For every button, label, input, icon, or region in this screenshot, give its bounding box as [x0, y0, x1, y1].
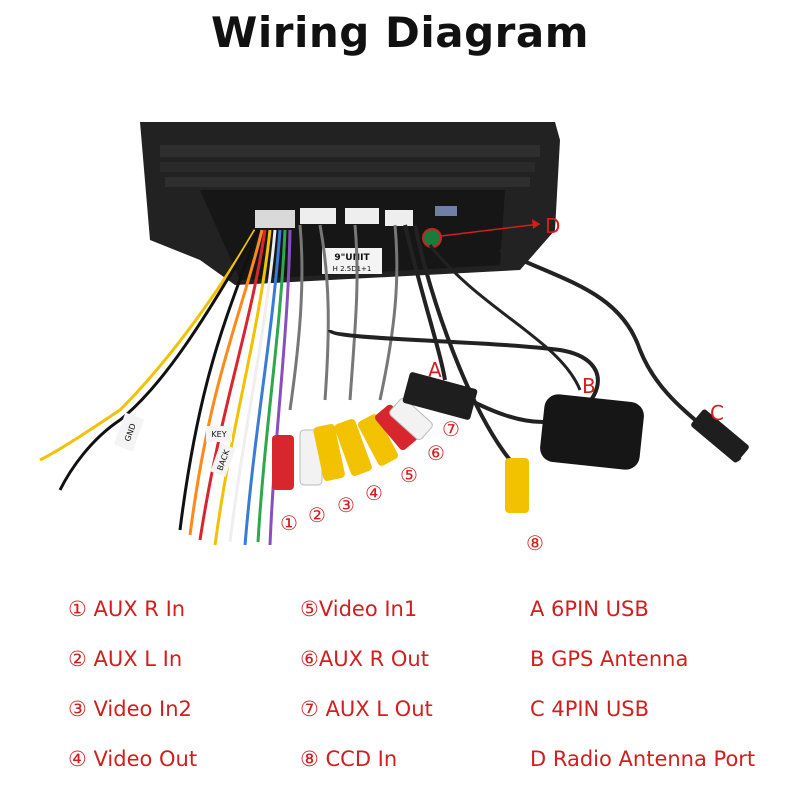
- rca-aux-r-in: [272, 435, 294, 490]
- legend-item-6pin-usb: A 6PIN USB: [530, 597, 649, 621]
- head-unit: 9"UNIT H 2.5D1+1: [140, 122, 560, 285]
- callout-a: A: [428, 358, 442, 382]
- callout-6: ⑥: [427, 441, 445, 465]
- rca-aux-l-out: [389, 397, 433, 441]
- callout-7: ⑦: [442, 417, 460, 441]
- callout-8: ⑧: [526, 531, 544, 555]
- legend-item-radio-antenna-port: D Radio Antenna Port: [530, 747, 756, 771]
- usb-4pin-connector: [691, 409, 749, 463]
- legend-item-video-out: ④ Video Out: [68, 747, 198, 771]
- callout-5: ⑤: [400, 463, 418, 487]
- wiring-diagram: 9"UNIT H 2.5D1+1 GND KEY BACK: [39, 122, 749, 555]
- radio-antenna-port: [422, 228, 442, 248]
- rca-video-in2: [313, 424, 345, 481]
- unit-sub-label: H 2.5D1+1: [333, 265, 372, 273]
- tag-key: KEY: [211, 430, 226, 439]
- legend-item-aux-r-out: ⑥AUX R Out: [300, 647, 429, 671]
- callout-c: C: [710, 401, 724, 425]
- legend-item-aux-l-in: ② AUX L In: [68, 647, 183, 671]
- callout-1: ①: [280, 511, 298, 535]
- legend-item-aux-r-in: ① AUX R In: [68, 597, 186, 621]
- unit-label-plate: [322, 248, 382, 274]
- callout-d: D: [545, 214, 560, 238]
- legend-item-ccd-in: ⑧ CCD In: [300, 747, 398, 771]
- rca-video-out: [334, 418, 372, 476]
- legend: ① AUX R In ② AUX L In ③ Video In2 ④ Vide…: [0, 585, 800, 795]
- rca-video-in1: [357, 414, 399, 466]
- legend-item-video-in1: ⑤Video In1: [300, 597, 418, 621]
- callout-d-line: [440, 223, 541, 237]
- rca-aux-r-out: [375, 404, 418, 451]
- legend-item-video-in2: ③ Video In2: [68, 697, 192, 721]
- legend-item-aux-l-out: ⑦ AUX L Out: [300, 697, 433, 721]
- usb-6pin-connector: [402, 372, 478, 420]
- legend-item-4pin-usb: C 4PIN USB: [530, 697, 650, 721]
- gps-antenna-puck: [540, 394, 644, 470]
- callout-3: ③: [337, 493, 355, 517]
- rca-connectors: [272, 397, 529, 513]
- callouts: A B C D ① ② ③ ④ ⑤ ⑥ ⑦ ⑧: [280, 214, 724, 555]
- wire-harness: [39, 224, 742, 546]
- legend-item-gps-antenna: B GPS Antenna: [530, 647, 689, 671]
- unit-label: 9"UNIT: [334, 253, 370, 263]
- page-title: Wiring Diagram: [211, 8, 589, 57]
- callout-4: ④: [365, 481, 383, 505]
- rca-ccd-in: [505, 458, 529, 513]
- callout-2: ②: [308, 503, 326, 527]
- callout-b: B: [582, 374, 596, 398]
- wire-tags: GND KEY BACK: [113, 412, 236, 477]
